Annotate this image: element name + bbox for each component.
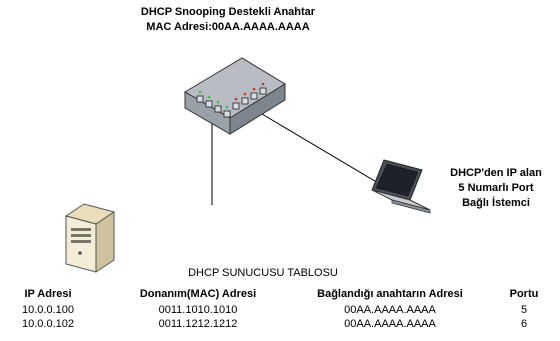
table-header-port: Portu xyxy=(509,288,539,300)
laptop-icon xyxy=(371,159,431,214)
switch-title: DHCP Snooping Destekli Anahtar MAC Adres… xyxy=(98,5,358,35)
switch-title-line1: DHCP Snooping Destekli Anahtar xyxy=(140,6,316,18)
network-switch-icon xyxy=(184,57,286,135)
switch-title-line2: MAC Adresi:00AA.AAAA.AAAA xyxy=(146,21,310,33)
table-header-mac: Donanım(MAC) Adresi xyxy=(139,288,257,300)
client-label-line3: Bağlı İstemci xyxy=(462,197,530,209)
table-cell-mac: 0011.1010.1010 xyxy=(158,304,238,316)
table-cell-switch-address: 00AA.AAAA.AAAA xyxy=(344,304,436,316)
table-header-ip: IP Adresi xyxy=(24,288,72,300)
dhcp-table-title: DHCP SUNUCUSU TABLOSU xyxy=(188,267,338,279)
table-cell-port: 6 xyxy=(520,318,528,330)
client-label: DHCP'den IP alan 5 Numarlı Port Bağlı İs… xyxy=(432,166,560,211)
table-cell-ip: 10.0.0.100 xyxy=(22,304,74,316)
table-cell-switch-address: 00AA.AAAA.AAAA xyxy=(344,318,436,330)
table-header-switch-address: Bağlandığı anahtarın Adresi xyxy=(317,288,463,300)
client-label-line2: 5 Numarlı Port xyxy=(458,182,534,194)
client-label-line1: DHCP'den IP alan xyxy=(450,167,542,179)
table-cell-port: 5 xyxy=(520,304,528,316)
table-cell-mac: 0011.1212.1212 xyxy=(158,318,238,330)
server-tower-icon xyxy=(64,203,116,273)
table-cell-ip: 10.0.0.102 xyxy=(22,318,74,330)
